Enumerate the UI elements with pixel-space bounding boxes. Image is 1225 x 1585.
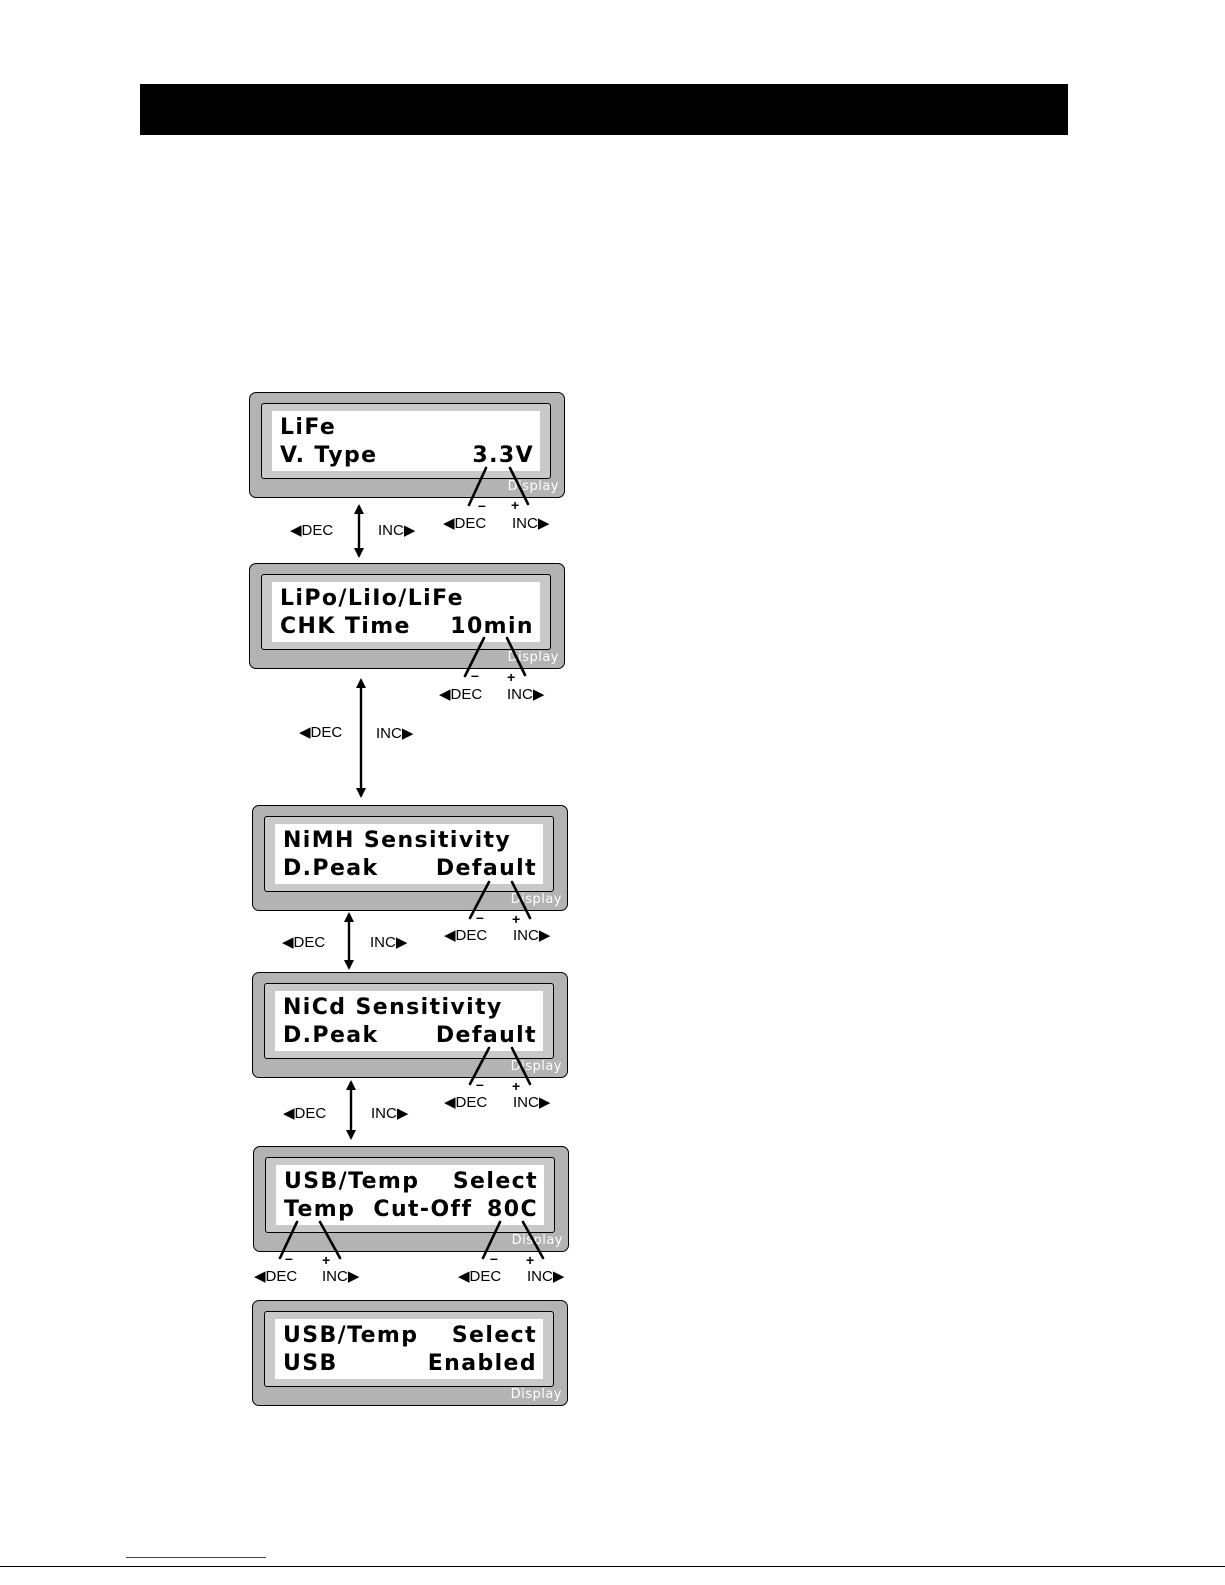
inc-button-label[interactable]: INC▶ <box>527 1268 565 1285</box>
lcd-screen: LiFe V. Type 3.3V <box>272 411 540 471</box>
lcd-frame: NiCd Sensitivity D.Peak Default <box>264 983 554 1059</box>
lcd-screen: LiPo/LiIo/LiFe CHK Time 10min <box>272 582 540 642</box>
lcd-line-1: NiCd Sensitivity <box>283 994 537 1022</box>
lcd-line-1-text: NiCd Sensitivity <box>283 995 503 1020</box>
nav-dec-label: ◀DEC <box>299 724 343 741</box>
display-badge: Display <box>511 1233 563 1248</box>
dec-button-label[interactable]: ◀DEC <box>444 1094 488 1111</box>
footer-rule <box>0 1566 1225 1567</box>
lcd-screen: USB/Temp Select Temp Cut-Off 80C <box>276 1165 544 1225</box>
lcd-line-1: USB/Temp Select <box>283 1322 537 1350</box>
lcd-line-1: LiPo/LiIo/LiFe <box>280 585 534 613</box>
plus-sign: + <box>512 911 521 927</box>
lcd-line-1: LiFe <box>280 414 534 442</box>
lcd-line-2: Temp Cut-Off 80C <box>284 1196 538 1224</box>
lcd-frame: USB/Temp Select Temp Cut-Off 80C <box>265 1157 555 1233</box>
minus-sign: – <box>471 667 479 683</box>
display-badge: Display <box>507 650 559 665</box>
lcd-screen: NiMH Sensitivity D.Peak Default <box>275 824 543 884</box>
lcd-line-1-value: Select <box>452 1169 538 1194</box>
lcd-line-2-value: 3.3V <box>472 443 534 468</box>
inc-button-label[interactable]: INC▶ <box>322 1268 360 1285</box>
nav-dec-label: ◀DEC <box>290 522 334 539</box>
lcd-frame: LiFe V. Type 3.3V <box>261 403 551 479</box>
lcd-frame: NiMH Sensitivity D.Peak Default <box>264 816 554 892</box>
dec-button-label[interactable]: ◀DEC <box>443 515 487 532</box>
lcd-line-1: USB/Temp Select <box>284 1168 538 1196</box>
lcd-line-2-value: Default <box>435 856 537 881</box>
nav-dec-label: ◀DEC <box>282 934 326 951</box>
nav-dec-label: ◀DEC <box>283 1105 327 1122</box>
lcd-line-1-text: USB/Temp <box>284 1169 420 1194</box>
lcd-line-2-text: CHK Time <box>280 614 411 639</box>
display-badge: Display <box>510 1387 562 1402</box>
nav-inc-label: INC▶ <box>370 934 408 951</box>
plus-sign: + <box>512 1078 521 1094</box>
lcd-bezel: NiCd Sensitivity D.Peak Default Display <box>252 972 568 1078</box>
plus-sign: + <box>322 1252 331 1268</box>
lcd-line-2: V. Type 3.3V <box>280 442 534 470</box>
lcd-bezel: LiFe V. Type 3.3V Display <box>249 392 565 498</box>
lcd-line-1-text: USB/Temp <box>283 1323 419 1348</box>
lcd-line-2-value: Enabled <box>427 1351 537 1376</box>
lcd-line-1-text: NiMH Sensitivity <box>283 828 512 853</box>
lcd-line-2-value: 80C <box>487 1197 538 1222</box>
lcd-line-2: D.Peak Default <box>283 855 537 883</box>
display-badge: Display <box>510 1059 562 1074</box>
dec-button-label[interactable]: ◀DEC <box>444 927 488 944</box>
lcd-screen: NiCd Sensitivity D.Peak Default <box>275 991 543 1051</box>
lcd-bezel: NiMH Sensitivity D.Peak Default Display <box>252 805 568 911</box>
minus-sign: – <box>478 497 486 513</box>
lcd-line-2: CHK Time 10min <box>280 613 534 641</box>
header-bar <box>140 84 1068 135</box>
nav-inc-label: INC▶ <box>378 522 416 539</box>
inc-button-label[interactable]: INC▶ <box>512 515 550 532</box>
nav-inc-label: INC▶ <box>371 1105 409 1122</box>
lcd-line-2-text: Temp Cut-Off <box>284 1197 473 1222</box>
lcd-panel-temp-cutoff: USB/Temp Select Temp Cut-Off 80C Display <box>253 1146 569 1252</box>
minus-sign: – <box>476 909 484 925</box>
plus-sign: + <box>507 669 516 685</box>
lcd-panel-nimh-sensitivity: NiMH Sensitivity D.Peak Default Display <box>252 805 568 911</box>
lcd-screen: USB/Temp Select USB Enabled <box>275 1319 543 1379</box>
lcd-line-2-value: 10min <box>450 614 534 639</box>
plus-sign: + <box>511 497 520 513</box>
lcd-line-2: USB Enabled <box>283 1350 537 1378</box>
lcd-bezel: USB/Temp Select Temp Cut-Off 80C Display <box>253 1146 569 1252</box>
lcd-panel-check-time: LiPo/LiIo/LiFe CHK Time 10min Display <box>249 563 565 669</box>
lcd-line-1: NiMH Sensitivity <box>283 827 537 855</box>
lcd-line-2: D.Peak Default <box>283 1022 537 1050</box>
lcd-panel-nicd-sensitivity: NiCd Sensitivity D.Peak Default Display <box>252 972 568 1078</box>
minus-sign: – <box>490 1250 498 1266</box>
minus-sign: – <box>285 1250 293 1266</box>
lcd-line-2-value: Default <box>435 1023 537 1048</box>
lcd-line-2-text: USB <box>283 1351 338 1376</box>
lcd-line-2-text: V. Type <box>280 443 378 468</box>
footer-link-underline <box>126 1557 266 1558</box>
dec-button-label[interactable]: ◀DEC <box>439 686 483 703</box>
inc-button-label[interactable]: INC▶ <box>507 686 545 703</box>
lcd-line-1-text: LiFe <box>280 415 337 440</box>
lcd-frame: USB/Temp Select USB Enabled <box>264 1311 554 1387</box>
plus-sign: + <box>526 1252 535 1268</box>
minus-sign: – <box>476 1076 484 1092</box>
lcd-panel-usb-enabled: USB/Temp Select USB Enabled Display <box>252 1300 568 1406</box>
lcd-frame: LiPo/LiIo/LiFe CHK Time 10min <box>261 574 551 650</box>
lcd-line-1-value: Select <box>451 1323 537 1348</box>
lcd-line-2-text: D.Peak <box>283 1023 379 1048</box>
dec-button-label[interactable]: ◀DEC <box>458 1268 502 1285</box>
lcd-line-1-text: LiPo/LiIo/LiFe <box>280 586 464 611</box>
lcd-bezel: LiPo/LiIo/LiFe CHK Time 10min Display <box>249 563 565 669</box>
lcd-line-2-text: D.Peak <box>283 856 379 881</box>
display-badge: Display <box>510 892 562 907</box>
lcd-bezel: USB/Temp Select USB Enabled Display <box>252 1300 568 1406</box>
inc-button-label[interactable]: INC▶ <box>513 1094 551 1111</box>
display-badge: Display <box>507 479 559 494</box>
nav-inc-label: INC▶ <box>376 725 414 742</box>
dec-button-label[interactable]: ◀DEC <box>254 1268 298 1285</box>
inc-button-label[interactable]: INC▶ <box>513 927 551 944</box>
lcd-panel-life-voltage-type: LiFe V. Type 3.3V Display <box>249 392 565 498</box>
